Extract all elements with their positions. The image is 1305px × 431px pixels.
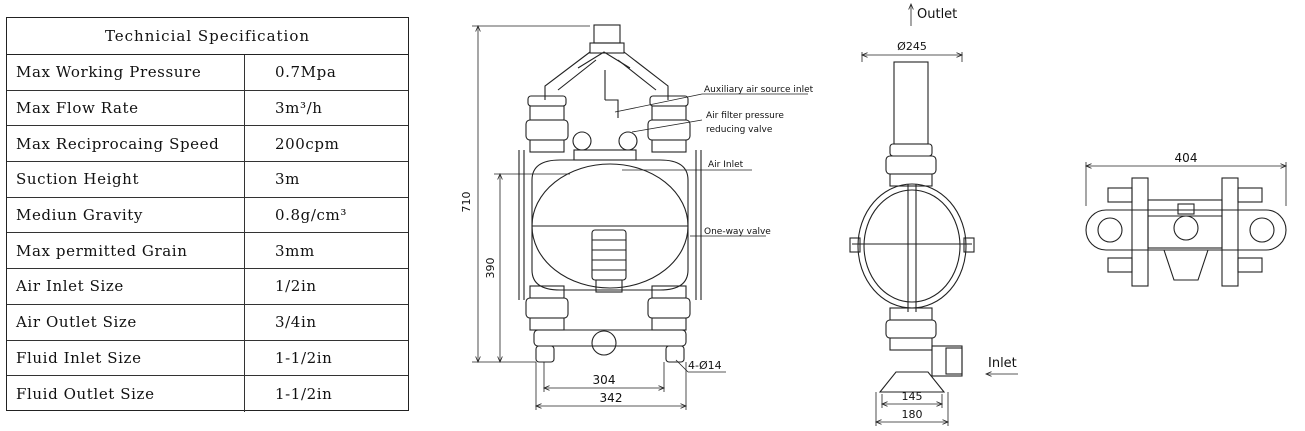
spec-name: Suction Height — [7, 162, 245, 197]
dim-base-outer-label: 342 — [600, 391, 623, 405]
spec-table: Technicial Specification Max Working Pre… — [6, 17, 409, 412]
spec-name: Air Outlet Size — [7, 304, 245, 340]
spec-name: Air Inlet Size — [7, 269, 245, 304]
spec-row: Air Inlet Size 1/2in — [7, 269, 408, 305]
spec-name: Max Reciprocaing Speed — [7, 126, 245, 162]
dim-side-base-inner-label: 145 — [902, 390, 923, 403]
front-view — [518, 24, 702, 363]
spec-value: 1/2in — [275, 277, 317, 296]
side-view-labels: Outlet Inlet Ø245 145 180 — [897, 7, 1017, 421]
spec-row: Suction Height 3m — [7, 162, 408, 198]
outlet-label: Outlet — [917, 7, 957, 22]
spec-name: Max permitted Grain — [7, 233, 245, 269]
dim-height-label: 710 — [460, 192, 473, 213]
dim-side-base-outer-label: 180 — [902, 408, 923, 421]
spec-row: Fluid Outlet Size 1-1/2in — [7, 376, 408, 412]
callout-filter-line1: Air filter pressure — [706, 111, 784, 121]
callout-aux-air: Auxiliary air source inlet — [704, 85, 814, 95]
spec-name: Fluid Inlet Size — [7, 340, 245, 376]
spec-value: 1-1/2in — [275, 385, 333, 404]
dim-top-width-label: 404 — [1175, 151, 1198, 165]
spec-value: 200cpm — [275, 134, 340, 153]
top-view-dimensions — [1086, 162, 1286, 206]
dim-base-inner-label: 304 — [593, 373, 616, 387]
front-view-labels: 710 390 304 342 4-Ø14 Auxiliary air sour… — [460, 85, 814, 405]
dim-center-label: 390 — [484, 258, 497, 279]
side-view-dimensions — [862, 4, 1018, 426]
spec-name: Mediun Gravity — [7, 197, 245, 233]
spec-value: 3/4in — [275, 313, 317, 332]
spec-row: Mediun Gravity 0.8g/cm³ — [7, 197, 408, 234]
inlet-label: Inlet — [988, 356, 1017, 371]
top-view — [1085, 177, 1287, 287]
front-view-dimensions — [472, 26, 808, 410]
side-view — [849, 61, 975, 393]
spec-value: 0.7Mpa — [275, 63, 337, 82]
spec-row: Max Flow Rate 3m³/h — [7, 90, 408, 127]
spec-value: 3mm — [275, 241, 315, 260]
callout-filter-line2: reducing valve — [706, 125, 773, 135]
spec-value: 3m³/h — [275, 99, 323, 118]
callout-one-way-valve: One-way valve — [704, 227, 771, 237]
dim-top-label: Ø245 — [897, 40, 927, 53]
spec-value: 3m — [275, 170, 300, 189]
spec-row: Air Outlet Size 3/4in — [7, 304, 408, 341]
spec-value: 0.8g/cm³ — [275, 206, 347, 225]
spec-value: 1-1/2in — [275, 348, 333, 367]
spec-table-title: Technicial Specification — [7, 18, 408, 55]
spec-row: Max Reciprocaing Speed 200cpm — [7, 126, 408, 163]
callout-air-inlet: Air Inlet — [708, 160, 744, 170]
spec-name: Max Working Pressure — [7, 55, 245, 90]
spec-row: Fluid Inlet Size 1-1/2in — [7, 340, 408, 377]
spec-row: Max permitted Grain 3mm — [7, 233, 408, 270]
spec-name: Max Flow Rate — [7, 90, 245, 126]
dim-holes-label: 4-Ø14 — [688, 359, 722, 372]
spec-name: Fluid Outlet Size — [7, 376, 245, 412]
spec-row: Max Working Pressure 0.7Mpa — [7, 55, 408, 91]
